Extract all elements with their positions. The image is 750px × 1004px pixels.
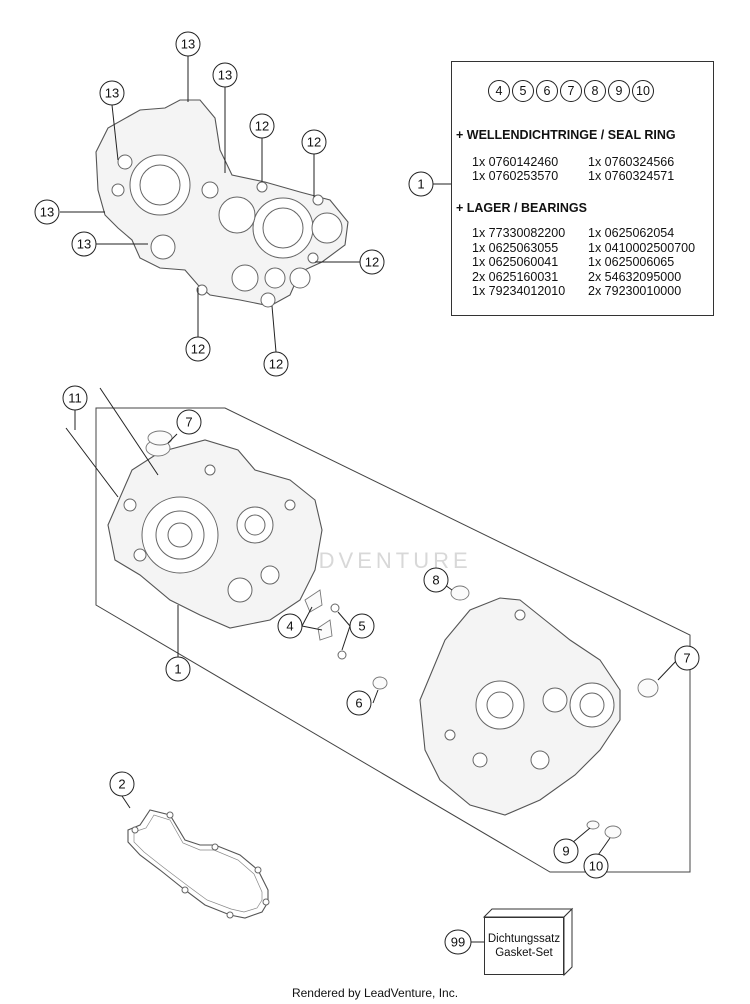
part-number: 1x 0625063055 [472, 240, 559, 255]
svg-text:13: 13 [77, 237, 91, 252]
callout-12-a: 12 [249, 113, 275, 139]
crankcase-overview [95, 99, 349, 308]
callout-9: 9 [553, 838, 579, 864]
svg-text:12: 12 [255, 119, 269, 134]
svg-text:6: 6 [355, 696, 362, 711]
locking-parts-4-5 [304, 589, 347, 660]
svg-text:13: 13 [181, 37, 195, 52]
svg-text:12: 12 [365, 255, 379, 270]
callout-13-a: 13 [175, 31, 201, 57]
svg-text:8: 8 [432, 573, 439, 588]
svg-text:5: 5 [358, 619, 365, 634]
seal-ring-title: + WELLENDICHTRINGE / SEAL RING [456, 128, 676, 142]
callout-13-e: 13 [71, 231, 97, 257]
crankcase-right [419, 597, 621, 816]
gasket-set-box-3d [470, 907, 574, 977]
callout-4: 4 [277, 613, 303, 639]
part-number: 1x 77330082200 [472, 226, 566, 240]
part-number: 1x 79234012010 [472, 284, 566, 298]
right-side-small-parts [372, 584, 678, 859]
callout-99: 99 [444, 929, 472, 955]
svg-text:1: 1 [417, 177, 424, 192]
gasket-set-box: Dichtungssatz Gasket-Set [484, 909, 572, 975]
callouts: 13 13 13 13 13 12 12 12 12 12 1 11 7 4 5… [34, 31, 700, 955]
callout-12-c: 12 [359, 249, 385, 275]
callout-12-e: 12 [263, 351, 289, 377]
callout-5: 5 [349, 613, 375, 639]
part-number: 1x 0410002500700 [588, 240, 696, 255]
svg-text:10: 10 [589, 859, 603, 874]
bearings-title: + LAGER / BEARINGS [456, 201, 587, 215]
svg-text:7: 7 [185, 415, 192, 430]
part-number: 1x 0760253570 [472, 169, 559, 183]
included-number: 4 [488, 80, 510, 102]
included-number: 7 [560, 80, 582, 102]
seal-ring-7-left [145, 430, 173, 457]
svg-text:11: 11 [68, 391, 82, 406]
callout-1-box: 1 [408, 171, 434, 197]
svg-text:1: 1 [174, 662, 181, 677]
part-number: 1x 0625062054 [588, 226, 675, 240]
svg-text:13: 13 [40, 205, 54, 220]
included-parts-numbers: 4 5 6 7 8 9 10 [488, 80, 654, 102]
leaders-assembly [74, 410, 351, 657]
callout-8: 8 [423, 567, 449, 593]
leaders-overview [60, 56, 451, 353]
part-number: 1x 0625006065 [588, 255, 675, 269]
svg-text:4: 4 [286, 619, 293, 634]
callout-10: 10 [583, 853, 609, 879]
callout-11: 11 [62, 385, 88, 411]
part-number: 2x 0625160031 [472, 269, 559, 284]
callout-7-right: 7 [674, 645, 700, 671]
callout-13-c: 13 [99, 80, 125, 106]
gasket-set-line1: Dichtungssatz [487, 933, 561, 945]
svg-text:13: 13 [218, 68, 232, 83]
footer-credit: Rendered by LeadVenture, Inc. [291, 986, 459, 1000]
callout-7-left: 7 [176, 409, 202, 435]
seal-ring-list: 1x 0760142460 1x 0760324566 1x 076025357… [472, 155, 718, 183]
included-number: 5 [512, 80, 534, 102]
callout-13-d: 13 [34, 199, 60, 225]
callout-13-b: 13 [212, 62, 238, 88]
part-number: 1x 0760324566 [588, 155, 675, 169]
callout-2: 2 [109, 771, 135, 797]
svg-text:13: 13 [105, 86, 119, 101]
callout-12-b: 12 [301, 129, 327, 155]
callout-1-main: 1 [165, 656, 191, 682]
svg-text:2: 2 [118, 777, 125, 792]
gasket-2 [121, 795, 270, 919]
svg-text:99: 99 [451, 935, 465, 950]
included-number: 10 [632, 80, 654, 102]
gasket-set-label: Dichtungssatz Gasket-Set [484, 917, 564, 975]
gasket-set-line2: Gasket-Set [495, 947, 553, 959]
assembly-frame [95, 407, 691, 873]
included-number: 8 [584, 80, 606, 102]
svg-text:12: 12 [307, 135, 321, 150]
crankcase-left [65, 387, 323, 629]
part-number: 1x 0760324571 [588, 169, 675, 183]
callout-6: 6 [346, 690, 372, 716]
part-number: 1x 0760142460 [472, 155, 559, 169]
svg-text:12: 12 [191, 342, 205, 357]
part-number: 1x 0625060041 [472, 255, 559, 269]
svg-text:9: 9 [562, 844, 569, 859]
callout-12-d: 12 [185, 336, 211, 362]
included-number: 6 [536, 80, 558, 102]
svg-text:7: 7 [683, 651, 690, 666]
part-number: 2x 79230010000 [588, 284, 682, 298]
included-number: 9 [608, 80, 630, 102]
bearings-list: 1x 77330082200 1x 0625062054 1x 06250630… [472, 226, 718, 299]
part-number: 2x 54632095000 [588, 269, 682, 284]
parts-list-box: 4 5 6 7 8 9 10 + WELLENDICHTRINGE / SEAL… [451, 61, 714, 316]
svg-text:12: 12 [269, 357, 283, 372]
